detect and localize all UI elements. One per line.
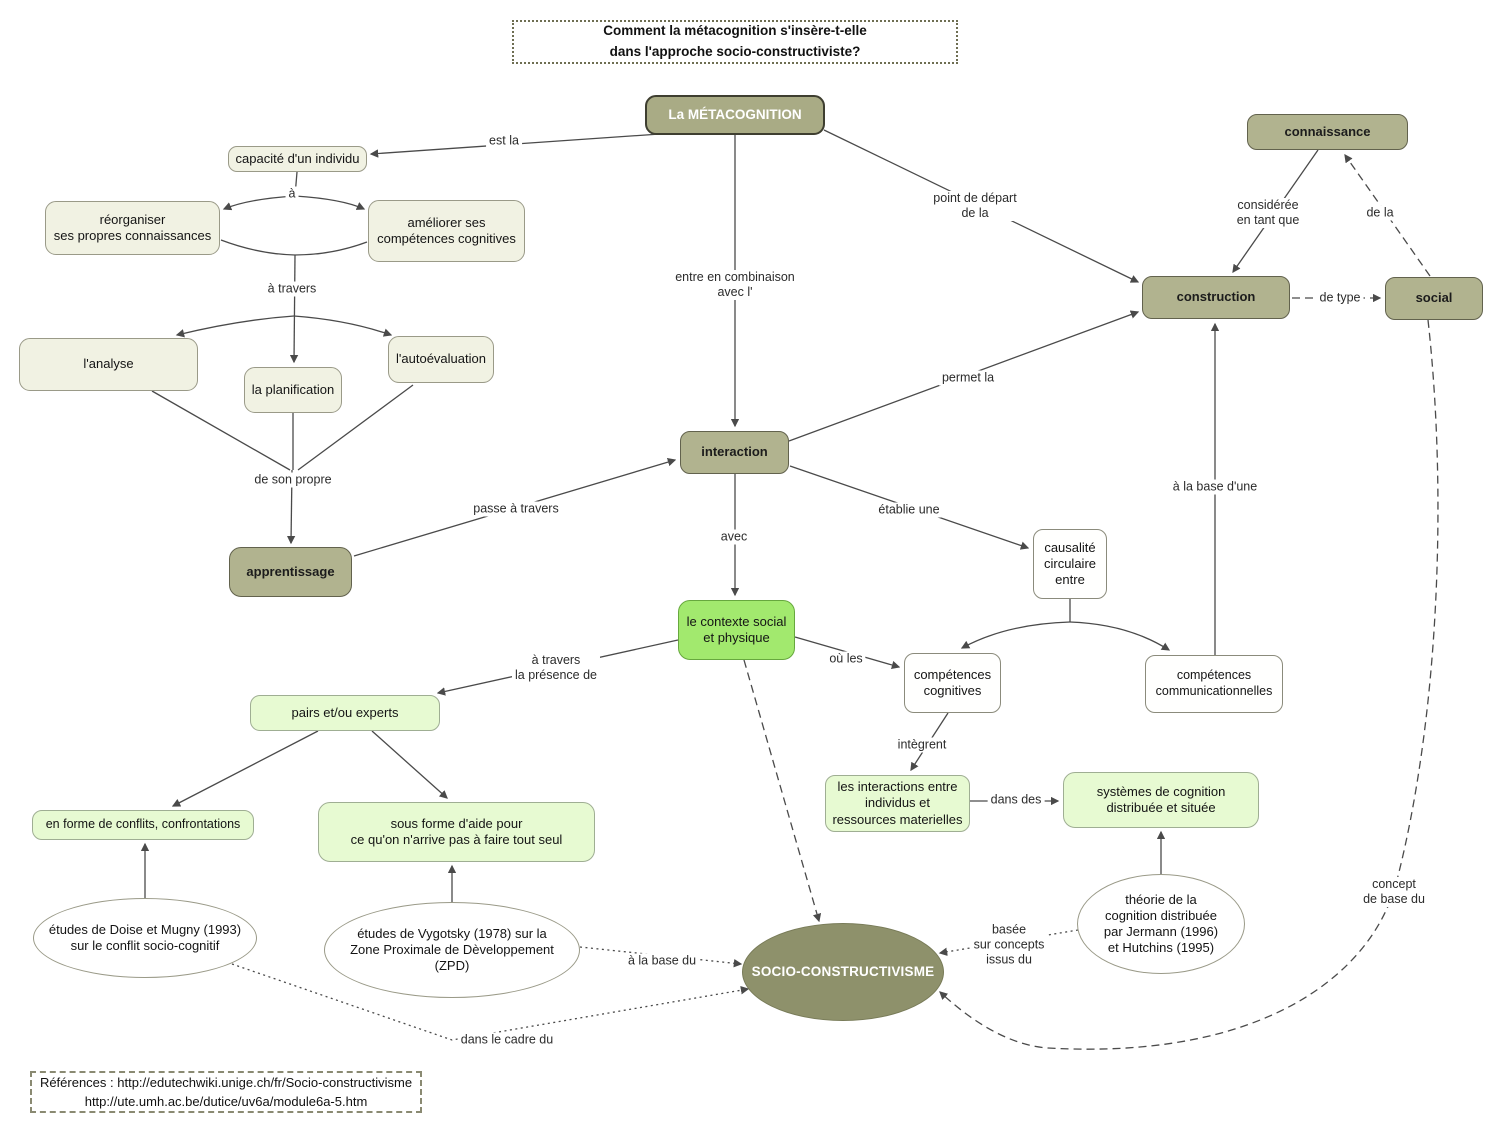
- edge-label-a-la-base-dune: à la base d'une: [1169, 479, 1261, 495]
- edge-doise-socio: [231, 963, 750, 1041]
- edge-label-a-travers: à travers: [264, 281, 320, 297]
- edge-label-a-travers-presence: à travers la présence de: [511, 653, 601, 683]
- node-causalite: causalité circulaire entre: [1033, 529, 1107, 599]
- question-box: Comment la métacognition s'insère-t-elle…: [512, 20, 958, 64]
- edge-label-avec: avec: [717, 529, 751, 545]
- node-ameliorer: améliorer ses compétences cognitives: [368, 200, 525, 262]
- edge-causalite-communicationnelles: [1069, 621, 1171, 651]
- edge-lens-top-right: [294, 195, 366, 210]
- edge-lens-top-left: [222, 195, 296, 211]
- node-connaissance: connaissance: [1247, 114, 1408, 150]
- edge-label-de-son-propre: de son propre: [251, 472, 335, 488]
- node-competences-communicationnelles: compétences communicationnelles: [1145, 655, 1283, 713]
- edge-fan-analyse: [175, 315, 295, 338]
- edge-label-dans-le-cadre-du: dans le cadre du: [457, 1032, 557, 1048]
- node-socio-constructivisme: SOCIO-CONSTRUCTIVISME: [742, 923, 944, 1021]
- node-capacite: capacité d'un individu: [228, 146, 367, 172]
- edge-label-basee-sur-concepts: basée sur concepts issus du: [970, 922, 1048, 968]
- edge-label-dans-des: dans des: [987, 792, 1045, 808]
- edge-label-de-la: de la: [1363, 205, 1397, 221]
- node-autoevaluation: l'autoévaluation: [388, 336, 494, 383]
- edge-label-point-de-depart: point de départ de la: [930, 191, 1020, 221]
- edge-causalite-cognitives: [960, 621, 1071, 649]
- edge-label-ou-les: où les: [826, 651, 866, 667]
- node-metacognition: La MÉTACOGNITION: [645, 95, 825, 135]
- edge-label-entre-en-combinaison: entre en combinaison avec l': [672, 270, 798, 300]
- edge-contexte-socio: [743, 659, 822, 923]
- edge-lens-bottom-right: [294, 241, 368, 256]
- edge-label-a: à: [285, 186, 299, 202]
- edge-pairs-conflits: [171, 730, 319, 807]
- question-text: Comment la métacognition s'insère-t-elle…: [603, 23, 867, 59]
- edge-atravers-planification: [289, 254, 299, 364]
- node-conflits-confrontations: en forme de conflits, confrontations: [32, 810, 254, 840]
- node-analyse: l'analyse: [19, 338, 198, 391]
- node-etudes-doise-mugny: études de Doise et Mugny (1993) sur le c…: [33, 898, 257, 978]
- node-construction: construction: [1142, 276, 1290, 319]
- edge-social-socio-curve: [939, 319, 1439, 1050]
- node-social: social: [1385, 277, 1483, 320]
- node-pairs-experts: pairs et/ou experts: [250, 695, 440, 731]
- edge-autoevaluation-converge: [297, 384, 414, 471]
- edge-lens-bottom-left: [220, 239, 296, 256]
- node-sous-forme-aide: sous forme d'aide pour ce qu'on n'arrive…: [318, 802, 595, 862]
- edge-fan-autoevaluation: [293, 315, 393, 337]
- node-apprentissage: apprentissage: [229, 547, 352, 597]
- node-reorganiser: réorganiser ses propres connaissances: [45, 201, 220, 255]
- edge-analyse-converge: [151, 390, 291, 471]
- references-text: Références : http://edutechwiki.unige.ch…: [39, 1074, 413, 1110]
- edge-label-permet-la: permet la: [938, 370, 998, 386]
- node-etudes-vygotsky: études de Vygotsky (1978) sur la Zone Pr…: [324, 902, 580, 998]
- edge-pairs-sousforme: [371, 730, 448, 799]
- edge-label-est-la: est la: [486, 133, 522, 149]
- edge-social-connaissance: [1344, 153, 1431, 277]
- node-contexte-social-physique: le contexte social et physique: [678, 600, 795, 660]
- node-interactions-ressources: les interactions entre individus et ress…: [825, 775, 970, 832]
- edge-label-concept-de-base-du: concept de base du: [1360, 877, 1428, 907]
- edge-label-passe-a-travers: passe à travers: [470, 501, 562, 517]
- edge-label-integrent: intègrent: [894, 737, 950, 753]
- edge-label-etablie-une: établie une: [875, 502, 943, 518]
- edge-label-a-la-base-du: à la base du: [624, 953, 700, 969]
- node-systemes-cognition: systèmes de cognition distribuée et situ…: [1063, 772, 1259, 828]
- node-theorie-cognition-distribuee: théorie de la cognition distribuée par J…: [1077, 874, 1245, 974]
- node-competences-cognitives: compétences cognitives: [904, 653, 1001, 713]
- edge-theorie-socio: [938, 929, 1079, 956]
- edge-label-consideree: considérée en tant que: [1233, 198, 1303, 228]
- edge-label-de-type: de type: [1316, 290, 1364, 306]
- node-interaction: interaction: [680, 431, 789, 474]
- node-planification: la planification: [244, 367, 342, 413]
- references-box: Références : http://edutechwiki.unige.ch…: [30, 1071, 422, 1113]
